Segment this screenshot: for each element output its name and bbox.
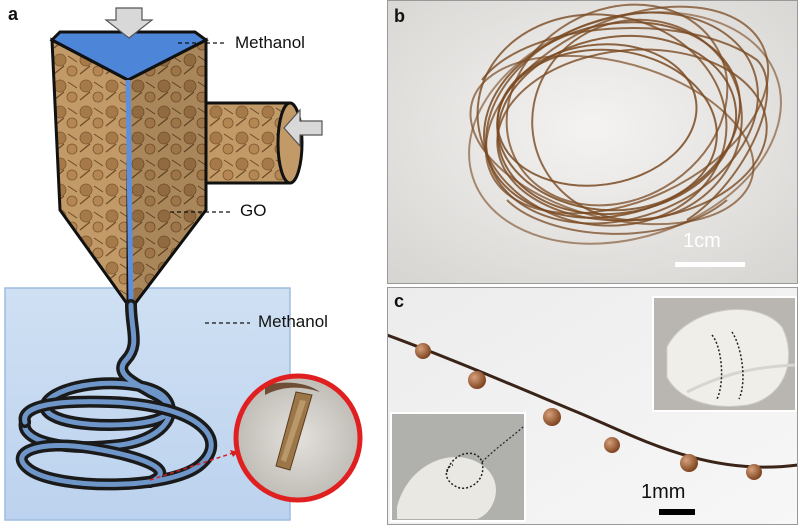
scale-bar-1cm-label: 1cm [683, 230, 721, 252]
down-arrow-icon [104, 7, 154, 39]
panel-b-label: b [394, 6, 405, 26]
scale-bar-1mm [659, 509, 695, 515]
inset-finger-wrap [652, 296, 797, 412]
panel-a: a Methanol GO Methanol [0, 0, 385, 527]
beaded-fiber [387, 333, 798, 469]
panel-b-photo [387, 0, 798, 284]
panel-c-photo [387, 287, 798, 525]
annotation-methanol-bath: Methanol [258, 312, 328, 331]
panel-c-label: c [394, 291, 405, 311]
panel-c-border [387, 287, 798, 525]
panel-b: b 1cm [387, 0, 798, 284]
coiled-fiber [16, 299, 218, 491]
fiber-closeup-inset [233, 373, 363, 503]
panel-c: c 1mm [387, 287, 798, 525]
fiber-coil [468, 3, 782, 245]
annotation-go: GO [240, 201, 267, 220]
left-arrow-icon [283, 108, 323, 148]
scale-bar-1cm [675, 262, 745, 267]
panel-a-illustration [4, 7, 363, 521]
zoom-pointer [149, 451, 237, 481]
panel-a-label: a [8, 4, 19, 24]
annotation-methanol-top: Methanol [235, 33, 305, 52]
inset-knot [390, 412, 526, 522]
spinneret-reservoir [49, 30, 209, 310]
methanol-surface [49, 30, 209, 82]
scale-bar-1mm-label: 1mm [641, 481, 686, 503]
fiber-beads [415, 343, 762, 480]
panel-b-border [387, 0, 798, 284]
